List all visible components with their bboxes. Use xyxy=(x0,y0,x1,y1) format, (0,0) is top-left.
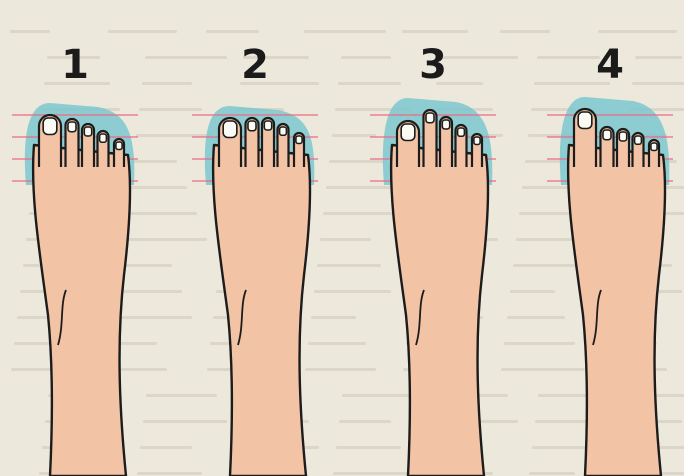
toenail xyxy=(401,124,415,141)
print-streak xyxy=(339,420,391,423)
print-streak xyxy=(516,238,580,241)
print-streak xyxy=(598,30,677,33)
print-streak xyxy=(139,108,202,111)
toenail xyxy=(248,121,256,131)
print-streak xyxy=(635,56,682,59)
print-streak xyxy=(326,186,396,189)
toenail xyxy=(43,118,57,135)
print-streak xyxy=(146,394,217,397)
toenail xyxy=(426,113,434,123)
print-streak xyxy=(537,56,600,59)
print-streak xyxy=(504,342,575,345)
print-streak xyxy=(501,368,585,371)
print-streak xyxy=(10,30,50,33)
toenail xyxy=(635,136,642,144)
print-streak xyxy=(311,316,356,319)
toenail xyxy=(603,130,611,140)
toenail xyxy=(223,121,237,138)
print-streak xyxy=(130,186,187,189)
foot-number-label: 2 xyxy=(241,42,269,88)
print-streak xyxy=(133,160,177,163)
toenail xyxy=(458,128,465,136)
print-streak xyxy=(121,264,172,267)
print-streak xyxy=(305,368,376,371)
foot-number-label: 4 xyxy=(596,42,624,88)
toenail xyxy=(442,120,449,129)
foot-number-label: 1 xyxy=(61,42,89,88)
print-streak xyxy=(333,472,411,475)
print-streak xyxy=(314,290,391,293)
print-streak xyxy=(317,264,381,267)
print-streak xyxy=(336,446,401,449)
toenail xyxy=(474,137,480,145)
toenail xyxy=(280,127,287,135)
print-streak xyxy=(304,30,386,33)
print-streak xyxy=(510,290,555,293)
print-streak xyxy=(140,446,192,449)
print-streak xyxy=(145,56,227,59)
print-streak xyxy=(500,30,550,33)
print-streak xyxy=(320,238,371,241)
print-streak xyxy=(332,134,376,137)
print-streak xyxy=(137,472,202,475)
print-streak xyxy=(341,56,391,59)
print-streak xyxy=(127,212,197,215)
print-streak xyxy=(308,342,366,345)
print-streak xyxy=(519,212,570,215)
print-streak xyxy=(538,394,590,397)
print-streak xyxy=(529,472,575,475)
print-streak xyxy=(507,316,565,319)
toenail xyxy=(84,127,91,136)
toenail xyxy=(264,121,271,130)
toenail xyxy=(116,142,122,150)
toenail xyxy=(100,134,107,142)
print-streak xyxy=(124,238,207,241)
toenail xyxy=(578,112,592,129)
print-streak xyxy=(115,316,192,319)
print-streak xyxy=(206,30,259,33)
print-streak xyxy=(142,82,192,85)
print-streak xyxy=(338,82,401,85)
toenail xyxy=(619,132,626,141)
print-streak xyxy=(439,56,518,59)
print-streak xyxy=(632,82,684,85)
print-streak xyxy=(329,160,386,163)
print-streak xyxy=(108,30,177,33)
print-streak xyxy=(118,290,182,293)
foot-number-label: 3 xyxy=(419,42,447,88)
toenail xyxy=(68,122,76,132)
toenail xyxy=(296,136,302,144)
print-streak xyxy=(402,30,468,33)
print-streak xyxy=(143,420,227,423)
toenail xyxy=(651,143,657,151)
